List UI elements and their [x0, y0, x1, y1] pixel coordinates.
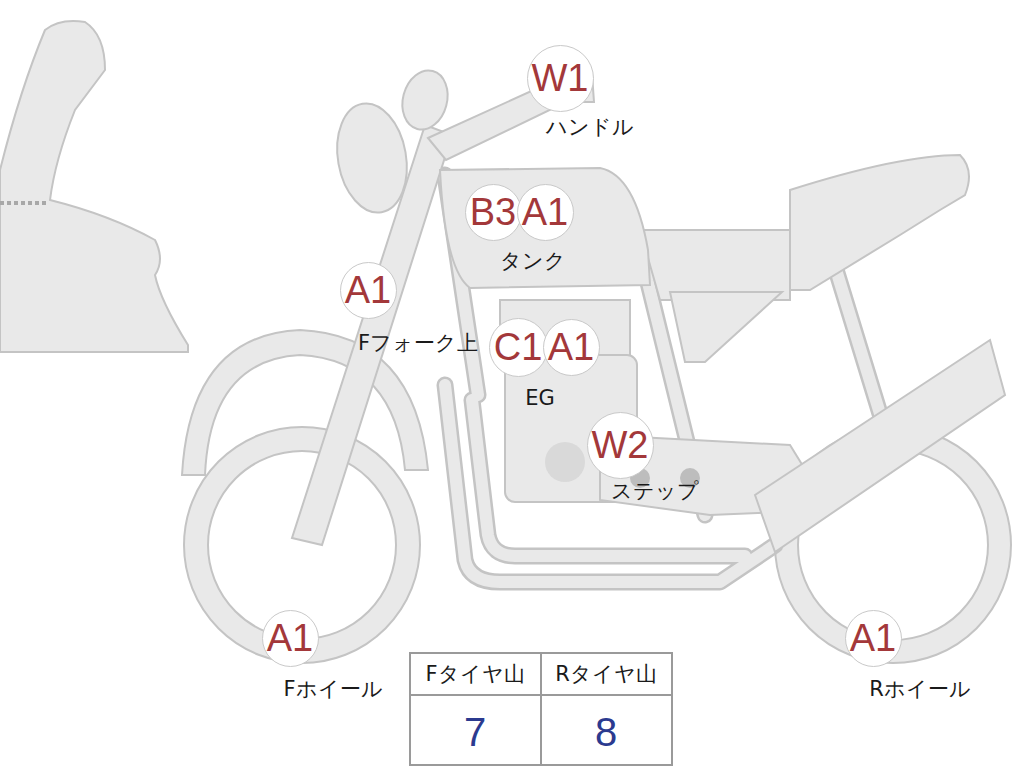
headlight: [329, 98, 415, 218]
table-value: 8: [595, 710, 617, 754]
callout-circle: A1: [340, 262, 397, 319]
part-name: タンク: [500, 250, 566, 273]
part-name: Fホイール: [283, 678, 382, 701]
callout-code: C1: [494, 328, 543, 366]
callout-code: A1: [850, 619, 896, 657]
callout-code: W2: [592, 426, 649, 464]
part-name: ハンドル: [546, 116, 634, 139]
seat: [790, 155, 969, 290]
table-header: Rタイヤ山: [555, 663, 657, 686]
swingarm: [755, 340, 1005, 552]
callout-code: A1: [548, 328, 594, 366]
callout-code: A1: [267, 619, 313, 657]
callout-circle: W2: [587, 412, 654, 479]
callout-circle: A1: [262, 610, 319, 667]
callout-circle: A1: [517, 184, 574, 241]
table-value: 7: [464, 710, 486, 754]
tread-table: [410, 653, 672, 765]
part-name: Fフォーク上: [358, 332, 478, 355]
front-wheel: [184, 427, 420, 663]
windscreen: [0, 21, 188, 352]
callout-circle: C1: [489, 318, 548, 377]
table-header: Fタイヤ山: [425, 663, 524, 686]
part-name: Rホイール: [869, 678, 971, 701]
callout-code: W1: [532, 59, 589, 97]
part-name: ステップ: [611, 480, 699, 503]
callout-code: A1: [522, 193, 568, 231]
part-name: EG: [525, 387, 555, 410]
callout-circle: B3: [465, 184, 522, 241]
callout-code: B3: [470, 193, 516, 231]
fuel-tank: [440, 168, 650, 288]
callout-code: A1: [345, 271, 391, 309]
callout-circle: A1: [845, 610, 902, 667]
callout-circle: A1: [543, 319, 600, 376]
callout-circle: W1: [527, 45, 594, 112]
